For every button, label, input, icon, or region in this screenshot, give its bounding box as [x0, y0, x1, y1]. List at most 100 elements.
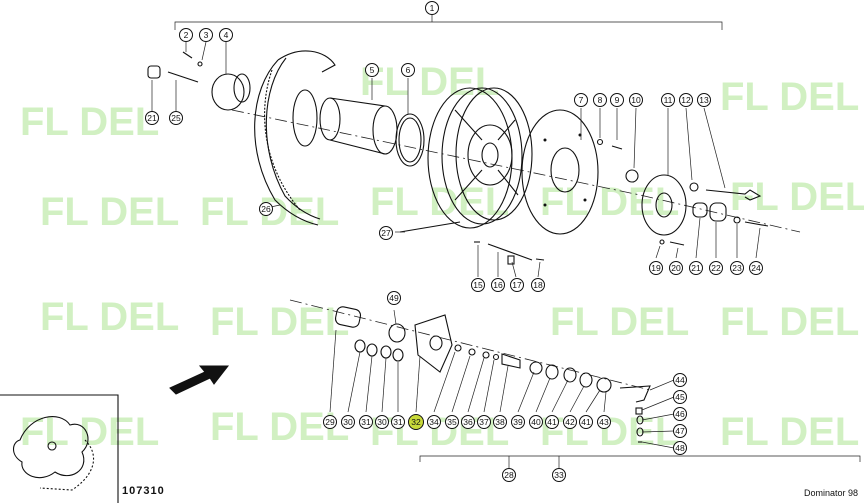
watermark-text: FL DEL [40, 190, 179, 234]
callout-37: 37 [477, 415, 491, 429]
callout-13: 13 [697, 93, 711, 107]
svg-text:38: 38 [495, 417, 505, 427]
callout-45: 45 [673, 390, 687, 404]
callout-8: 8 [593, 93, 607, 107]
callout-17: 17 [510, 278, 524, 292]
callout-49: 49 [387, 291, 401, 305]
svg-text:31: 31 [361, 417, 371, 427]
svg-text:10: 10 [631, 95, 641, 105]
small-parts-upper [147, 51, 769, 265]
callout-40: 40 [529, 415, 543, 429]
watermark-text: FL DEL [40, 295, 179, 339]
svg-text:21: 21 [691, 263, 701, 273]
svg-text:12: 12 [681, 95, 691, 105]
svg-text:49: 49 [389, 293, 399, 303]
callout-31a: 31 [359, 415, 373, 429]
axis-lines [231, 109, 801, 391]
svg-text:45: 45 [675, 392, 685, 402]
callout-32: 32 [408, 414, 424, 430]
watermark-text: FL DEL [550, 300, 689, 344]
callout-44: 44 [673, 373, 687, 387]
svg-text:25: 25 [171, 113, 181, 123]
svg-text:43: 43 [599, 417, 609, 427]
svg-text:21: 21 [147, 113, 157, 123]
callout-25: 25 [169, 111, 183, 125]
svg-text:7: 7 [579, 95, 584, 105]
callout-34: 34 [427, 415, 441, 429]
svg-text:36: 36 [463, 417, 473, 427]
svg-text:24: 24 [751, 263, 761, 273]
callout-6: 6 [401, 63, 415, 77]
watermark-text: FL DEL [370, 180, 509, 224]
svg-text:40: 40 [531, 417, 541, 427]
watermark-text: FL DEL [360, 60, 499, 104]
svg-text:6: 6 [406, 65, 411, 75]
watermark-text: FL DEL [210, 300, 349, 344]
callout-18: 18 [531, 278, 545, 292]
callout-35: 35 [445, 415, 459, 429]
svg-text:1: 1 [430, 3, 435, 13]
watermark-text: FL DEL [720, 300, 859, 344]
svg-text:11: 11 [664, 95, 673, 105]
belt-guard-and-belt [254, 50, 336, 226]
watermark-text: FL DEL [720, 410, 859, 454]
callout-24: 24 [749, 261, 763, 275]
model-name: Dominator 98 [803, 488, 858, 498]
disc-plate [521, 109, 599, 235]
callout-29: 29 [323, 415, 337, 429]
watermark-text: FL DEL [540, 180, 679, 224]
svg-text:28: 28 [504, 470, 514, 480]
callout-28: 28 [502, 468, 516, 482]
svg-text:48: 48 [675, 443, 685, 453]
svg-text:42: 42 [565, 417, 575, 427]
svg-text:18: 18 [533, 280, 543, 290]
svg-text:44: 44 [675, 375, 685, 385]
svg-text:4: 4 [224, 30, 229, 40]
watermark-text: FL DEL [720, 75, 859, 119]
svg-text:35: 35 [447, 417, 457, 427]
callout-9: 9 [610, 93, 624, 107]
callout-layer: 1 2 3 4 5 6 7 8 9 10 11 12 13 15 16 17 1… [145, 1, 763, 482]
svg-text:26: 26 [261, 204, 271, 214]
svg-text:15: 15 [473, 280, 483, 290]
pulley [427, 87, 533, 229]
svg-text:23: 23 [732, 263, 742, 273]
callout-1: 1 [425, 1, 439, 15]
callout-10: 10 [629, 93, 643, 107]
svg-text:5: 5 [370, 65, 375, 75]
svg-text:47: 47 [675, 426, 685, 436]
callout-5: 5 [365, 63, 379, 77]
callout-16: 16 [491, 278, 505, 292]
callout-30a: 30 [341, 415, 355, 429]
callout-2: 2 [179, 28, 193, 42]
callout-19: 19 [649, 261, 663, 275]
document-number: 107310 [122, 485, 165, 497]
callout-42: 42 [563, 415, 577, 429]
callout-30b: 30 [375, 415, 389, 429]
svg-text:46: 46 [675, 409, 685, 419]
callout-46: 46 [673, 407, 687, 421]
svg-text:13: 13 [699, 95, 709, 105]
callout-11: 11 [661, 93, 675, 107]
svg-text:27: 27 [381, 228, 391, 238]
svg-text:29: 29 [325, 417, 335, 427]
direction-arrow [169, 365, 230, 395]
v-belt-27 [399, 221, 461, 233]
svg-text:22: 22 [711, 263, 721, 273]
svg-text:37: 37 [479, 417, 489, 427]
callout-15: 15 [471, 278, 485, 292]
svg-text:2: 2 [184, 30, 189, 40]
watermark-text: FL DEL [20, 410, 159, 454]
callout-12: 12 [679, 93, 693, 107]
callout-27: 27 [379, 226, 393, 240]
callout-4: 4 [219, 28, 233, 42]
callout-26: 26 [259, 202, 273, 216]
watermark-text: FL DEL [20, 100, 159, 144]
svg-text:3: 3 [204, 30, 209, 40]
callout-20: 20 [669, 261, 683, 275]
callout-leaders [151, 41, 761, 449]
svg-text:39: 39 [513, 417, 523, 427]
svg-text:8: 8 [598, 95, 603, 105]
watermark-text: FL DEL [730, 175, 864, 219]
